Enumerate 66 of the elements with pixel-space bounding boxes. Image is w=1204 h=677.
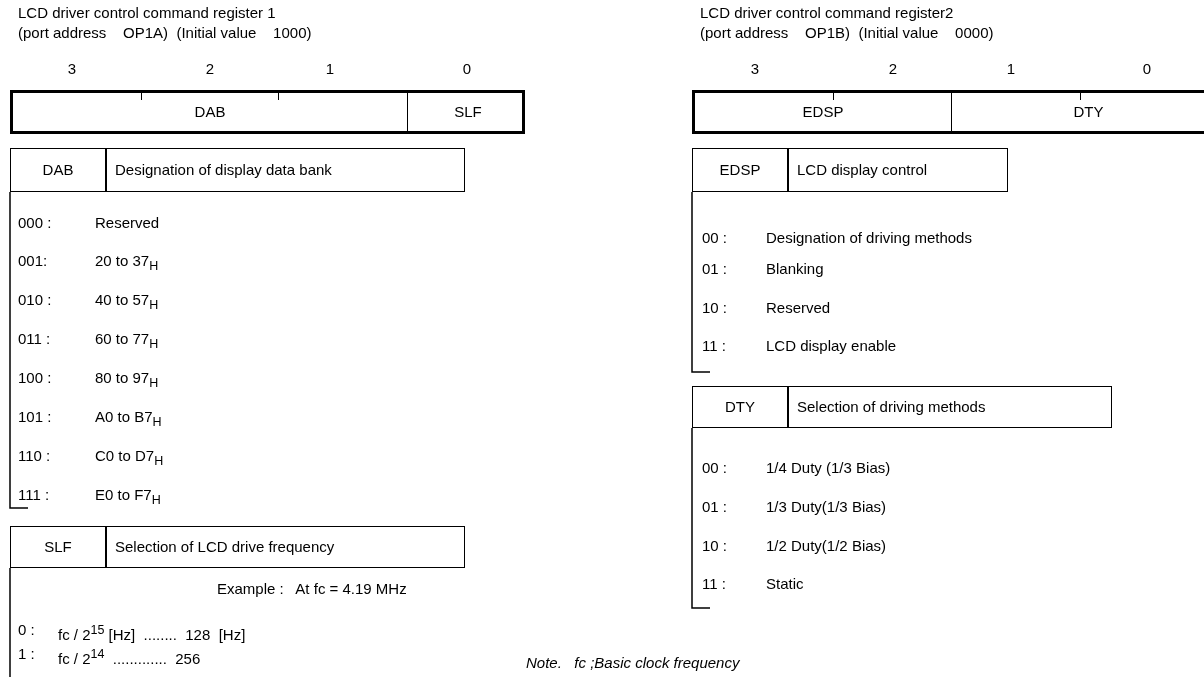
bit-number: 0	[462, 60, 472, 78]
bit-meaning: fc / 2$^{15}$ [Hz] ........ 128 [Hz]	[58, 622, 246, 644]
bit-meaning: Reserved	[766, 299, 831, 317]
bit-number: 1	[1006, 60, 1016, 78]
field-name: DAB	[41, 160, 75, 180]
table-header	[10, 526, 465, 568]
bit-code: 001:	[18, 252, 48, 270]
bit-meaning: Static	[766, 575, 804, 593]
bit-code: 101 :	[18, 408, 52, 426]
bit-meaning: 20 to 37$_{H}$	[95, 252, 159, 275]
bit-code: 000 :	[18, 214, 52, 232]
bit-code: 111 :	[18, 486, 50, 504]
bit-number: 3	[67, 60, 77, 78]
bit-meaning: Reserved	[95, 214, 160, 232]
table-header	[692, 148, 1008, 192]
bit-code: 10 :	[702, 299, 728, 317]
bit-number: 1	[325, 60, 335, 78]
register-title: (port address OP1B) (Initial value 0000)	[700, 24, 994, 42]
field-description: Designation of display data bank	[115, 160, 332, 180]
bit-meaning: 40 to 57$_{H}$	[95, 291, 159, 314]
bit-code: 100 :	[18, 369, 52, 387]
field-name: DTY	[724, 397, 756, 417]
register-title: LCD driver control command register 1	[18, 4, 276, 22]
register-title: LCD driver control command register2	[700, 4, 954, 22]
field-description: Selection of LCD drive frequency	[115, 537, 335, 557]
register-title: (port address OP1A) (Initial value 1000)	[18, 24, 312, 42]
table-header	[10, 148, 465, 192]
bit-meaning: 1/2 Duty(1/2 Bias)	[766, 537, 887, 555]
bit-code: 0 :	[18, 621, 35, 639]
bit-meaning: fc / 2$^{14}$ ............. 256	[58, 646, 201, 668]
bit-code: 01 :	[702, 260, 728, 278]
bit-code: 1 :	[18, 645, 35, 663]
field-description: Selection of driving methods	[797, 397, 986, 417]
bit-code: 10 :	[702, 537, 728, 555]
bit-code: 11 :	[702, 575, 726, 593]
bit-number: 2	[888, 60, 898, 78]
bit-meaning: C0 to D7$_{H}$	[95, 447, 164, 470]
bit-code: 010 :	[18, 291, 52, 309]
bit-meaning: LCD display enable	[766, 337, 897, 355]
footnote: Note. fc ;Basic clock frequency	[526, 654, 740, 672]
bit-code: 11 :	[702, 337, 726, 355]
bit-meaning: 80 to 97$_{H}$	[95, 369, 159, 392]
bit-meaning: 1/3 Duty(1/3 Bias)	[766, 498, 887, 516]
bit-meaning: Designation of driving methods	[766, 229, 972, 247]
bit-code: 00 :	[702, 229, 728, 247]
bit-code: 01 :	[702, 498, 728, 516]
bit-code: 110 :	[18, 447, 51, 465]
register-field: DTY	[951, 93, 1204, 131]
bit-meaning: 60 to 77$_{H}$	[95, 330, 159, 353]
bit-meaning: E0 to F7$_{H}$	[95, 486, 161, 509]
bit-meaning: Blanking	[766, 260, 824, 278]
bit-meaning: A0 to B7$_{H}$	[95, 408, 162, 431]
register-field: SLF	[407, 93, 528, 131]
field-name: EDSP	[718, 160, 762, 180]
field-description: LCD display control	[797, 160, 928, 180]
field-name: SLF	[43, 537, 73, 557]
register-field: DAB	[13, 93, 407, 131]
bit-number: 0	[1142, 60, 1152, 78]
register-field: EDSP	[695, 93, 951, 131]
bit-number: 3	[750, 60, 760, 78]
bit-code: 00 :	[702, 459, 728, 477]
bit-code: 011 :	[18, 330, 51, 348]
example-note: Example : At fc = 4.19 MHz	[217, 580, 407, 598]
table-header	[692, 386, 1112, 428]
bit-meaning: 1/4 Duty (1/3 Bias)	[766, 459, 891, 477]
bit-number: 2	[205, 60, 215, 78]
